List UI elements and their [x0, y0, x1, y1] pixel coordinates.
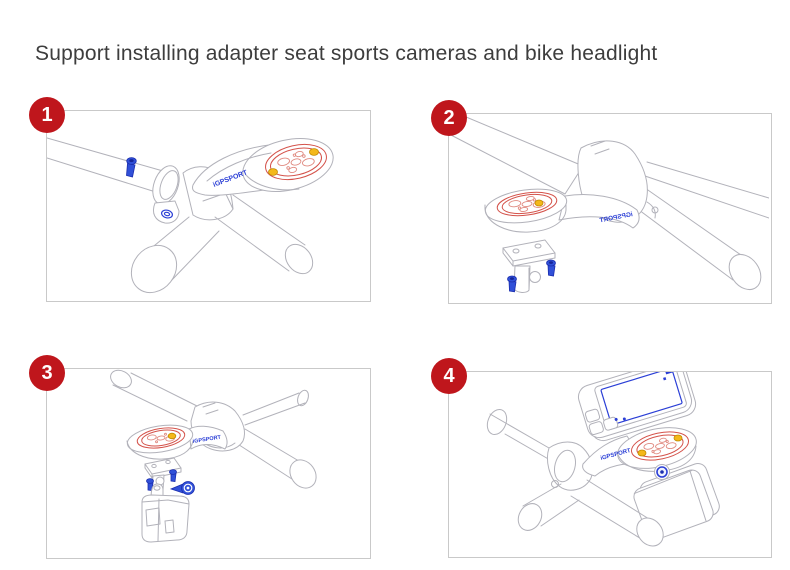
yellow-tab-icon [167, 432, 177, 440]
computer-button [584, 408, 601, 423]
handlebar [110, 369, 317, 489]
brand-logo-text: iGPSPORT [192, 435, 222, 445]
step-panel-4: 4 [431, 358, 772, 558]
illustration-step-3: iGPSPORT [110, 369, 317, 543]
step-number: 1 [41, 103, 53, 126]
handlebar-right-grip [570, 479, 664, 547]
step-number: 2 [443, 106, 455, 129]
sports-camera [141, 483, 190, 543]
screen-icon-mark [663, 377, 667, 381]
mount-arm [126, 424, 228, 460]
adapter-knob [654, 464, 670, 480]
step-number: 3 [41, 361, 53, 384]
handlebar-right-grip [214, 194, 314, 275]
illustration-step-1: iGPSPORT [47, 137, 334, 294]
yellow-tab-icon [268, 168, 278, 176]
yellow-tab-icon [534, 199, 544, 207]
computer-button [603, 416, 619, 431]
illustration-step-2: iGPSPORT [449, 114, 769, 293]
illustration-step-4: iGPSPORT [486, 372, 720, 547]
mount-interface [631, 431, 689, 461]
screw-icon [546, 259, 556, 277]
stem-clamp [546, 441, 594, 491]
yellow-tab-icon [673, 434, 683, 442]
step-badge-4: 4 [431, 358, 467, 394]
yellow-tab-icon [309, 148, 319, 156]
screw-icon [507, 275, 517, 293]
step-badge-1: 1 [29, 97, 65, 133]
handlebar [449, 114, 769, 291]
step-badge-3: 3 [29, 355, 65, 391]
handlebar-near-grip [130, 216, 220, 294]
screen-logo-mark [665, 372, 673, 375]
step-panel-2: 2 [431, 100, 772, 304]
yellow-tab-icon [637, 449, 647, 457]
mount-interface [496, 191, 558, 217]
computer-button [588, 421, 604, 435]
screw-icon [169, 469, 177, 483]
screw-icon-large [169, 481, 195, 495]
page-title: Support installing adapter seat sports c… [35, 42, 658, 65]
step-panel-3: 3 [29, 355, 371, 559]
handlebar-near-grip [517, 483, 580, 531]
step-panel-1: 1 [29, 97, 371, 302]
clamp-bolt-hole [160, 209, 174, 219]
computer-screen [600, 372, 683, 426]
step-badge-2: 2 [431, 100, 467, 136]
mount-interface [136, 427, 186, 449]
mount-interface [265, 143, 327, 181]
screw-icon [126, 157, 137, 178]
bike-computer [577, 372, 697, 442]
handlebar [486, 408, 558, 465]
step-number: 4 [443, 364, 455, 387]
